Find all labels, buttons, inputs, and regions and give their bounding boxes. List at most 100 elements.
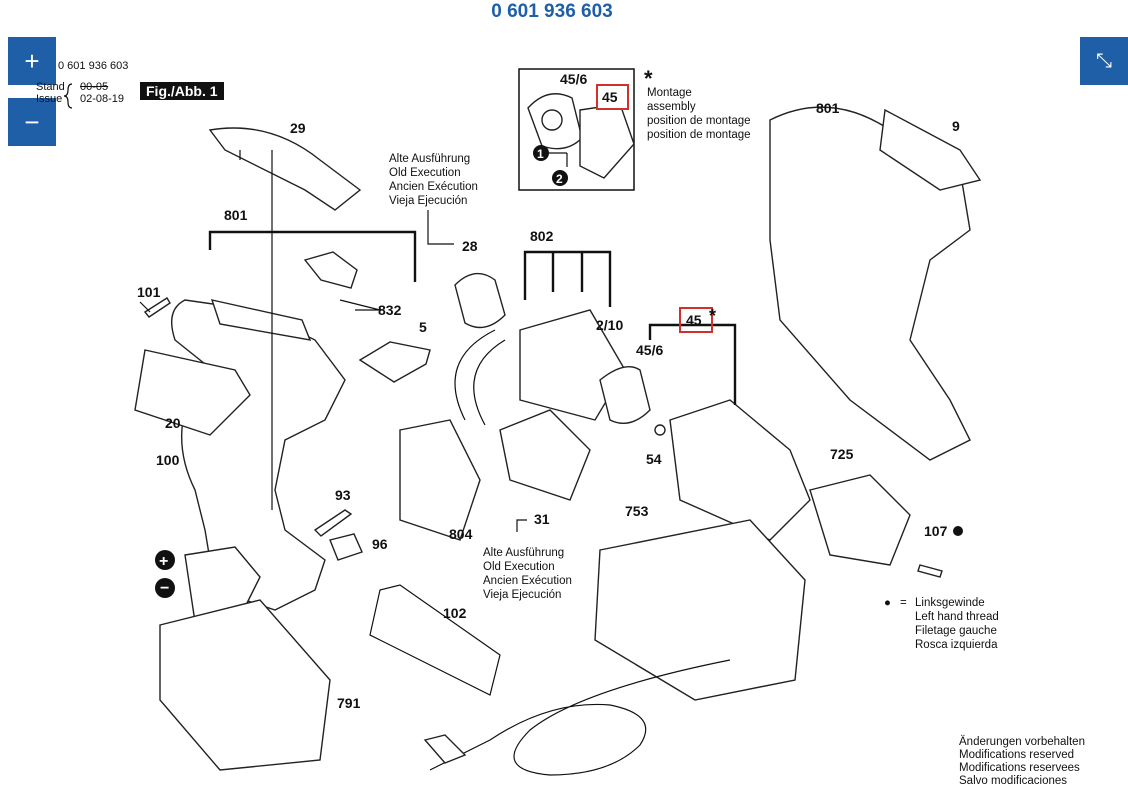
- old-exec-2-line-2: Old Execution: [483, 561, 555, 573]
- highlight-box-45: [679, 307, 713, 333]
- asterisk-mark: *: [644, 66, 653, 91]
- motor-wires: [454, 329, 506, 426]
- old-exec-1-line-3: Ancien Exécution: [389, 181, 478, 193]
- zoom-out-button[interactable]: −: [8, 98, 56, 146]
- brush-holder-28: [454, 272, 506, 329]
- battery-pack-top: [184, 546, 261, 623]
- charger-753: [594, 519, 806, 701]
- old-exec-1-line-2: Old Execution: [389, 167, 461, 179]
- legend-equals: =: [900, 597, 907, 609]
- inset-note-3: position de montage: [647, 115, 751, 127]
- label-29: 29: [290, 120, 306, 136]
- minus-terminal-icon: [155, 578, 175, 598]
- footer-line-2: Modifications reserved: [959, 749, 1074, 761]
- plug: [423, 734, 467, 764]
- step-arrow: [549, 152, 568, 167]
- bit-93: [313, 509, 353, 537]
- header-stand-value: 00-05: [80, 81, 109, 93]
- header-brace: [63, 83, 73, 109]
- header-part-no: 0 601 936 603: [58, 60, 129, 72]
- label-9: 9: [952, 118, 960, 134]
- label-791: 791: [337, 695, 361, 711]
- step-1-number: 1: [537, 147, 544, 161]
- label-31: 31: [534, 511, 550, 527]
- label-5: 5: [419, 319, 427, 335]
- label-832: 832: [378, 302, 402, 318]
- label-101: 101: [137, 284, 161, 300]
- legend-bullet: ●: [884, 597, 891, 609]
- leader-lines: [139, 150, 381, 510]
- bracket-801-left: [208, 230, 417, 282]
- collapse-icon: ⤡: [1096, 49, 1112, 72]
- zoom-in-button[interactable]: +: [8, 37, 56, 85]
- legend-line-3: Filetage gauche: [915, 625, 997, 637]
- inset-note-1: Montage: [647, 87, 692, 99]
- old-exec-2-line-3: Ancien Exécution: [483, 575, 572, 587]
- legend-line-2: Left hand thread: [915, 611, 999, 623]
- label-802: 802: [530, 228, 554, 244]
- plus-terminal-icon: [155, 550, 175, 570]
- housing-left-half: [171, 299, 346, 611]
- chuck-725: [809, 474, 911, 566]
- nameplate-20: [134, 349, 251, 436]
- label-100: 100: [156, 452, 180, 468]
- label-804: 804: [449, 526, 473, 542]
- label-801-left: 801: [224, 207, 248, 223]
- plus-sign: +: [159, 553, 168, 570]
- label-107: 107: [924, 523, 948, 539]
- clip-832: [303, 251, 358, 289]
- screw-54: [654, 424, 666, 436]
- wire-102: [369, 584, 501, 696]
- bracket-45: [648, 323, 737, 405]
- nameplate-9: [879, 108, 982, 191]
- legend-line-4: Rosca izquierda: [915, 639, 998, 651]
- footer-line-4: Salvo modificaciones: [959, 775, 1067, 787]
- minus-sign: −: [160, 580, 169, 597]
- old-exec-1-line-4: Vieja Ejecución: [389, 195, 467, 207]
- label-45: 45: [686, 312, 702, 328]
- bit-holder-96: [329, 533, 363, 561]
- inset-highlight-box: [596, 84, 629, 110]
- inset-note-2: assembly: [647, 101, 696, 113]
- step-2-marker: [552, 170, 568, 186]
- inset-label-45-6: 45/6: [560, 71, 587, 87]
- label-20: 20: [165, 415, 181, 431]
- label-2-10: 2/10: [596, 317, 623, 333]
- minus-icon: −: [24, 106, 40, 137]
- arrow-28: [427, 210, 454, 245]
- label-753: 753: [625, 503, 649, 519]
- label-28: 28: [462, 238, 478, 254]
- label-93: 93: [335, 487, 351, 503]
- bracket-802: [523, 250, 612, 307]
- label-725: 725: [830, 446, 854, 462]
- fullscreen-button[interactable]: ⤡: [1080, 37, 1128, 85]
- old-exec-1-line-1: Alte Ausführung: [389, 153, 470, 165]
- inset-label-45: 45: [602, 89, 618, 105]
- battery-pack-791: [159, 599, 331, 771]
- plus-icon: +: [24, 45, 40, 76]
- label-45-6: 45/6: [636, 342, 663, 358]
- switch-5: [358, 341, 431, 383]
- header-issue-value: 02-08-19: [80, 93, 125, 105]
- arrow-31: [516, 519, 527, 532]
- legend-line-1: Linksgewinde: [915, 597, 985, 609]
- screw-101: [143, 297, 171, 318]
- charger-cord: [429, 659, 731, 776]
- figure-label: Fig./Abb. 1: [140, 82, 224, 100]
- step-2-number: 2: [556, 172, 563, 186]
- asterisk-45: *: [709, 306, 716, 326]
- page-title: 0 601 936 603: [491, 1, 613, 22]
- footer-line-1: Änderungen vorbehalten: [959, 736, 1085, 748]
- label-96: 96: [372, 536, 388, 552]
- old-exec-2-line-4: Vieja Ejecución: [483, 589, 561, 601]
- motor-cover-31: [499, 409, 591, 501]
- motor-plate-45-6: [599, 366, 651, 424]
- label-102: 102: [443, 605, 467, 621]
- header-issue-label: Issue: [36, 93, 63, 105]
- gearbox-45: [669, 399, 811, 541]
- switch-module-804: [399, 419, 481, 541]
- inset-note-4: position de montage: [647, 129, 751, 141]
- old-exec-2-line-1: Alte Ausführung: [483, 547, 564, 559]
- label-54: 54: [646, 451, 662, 467]
